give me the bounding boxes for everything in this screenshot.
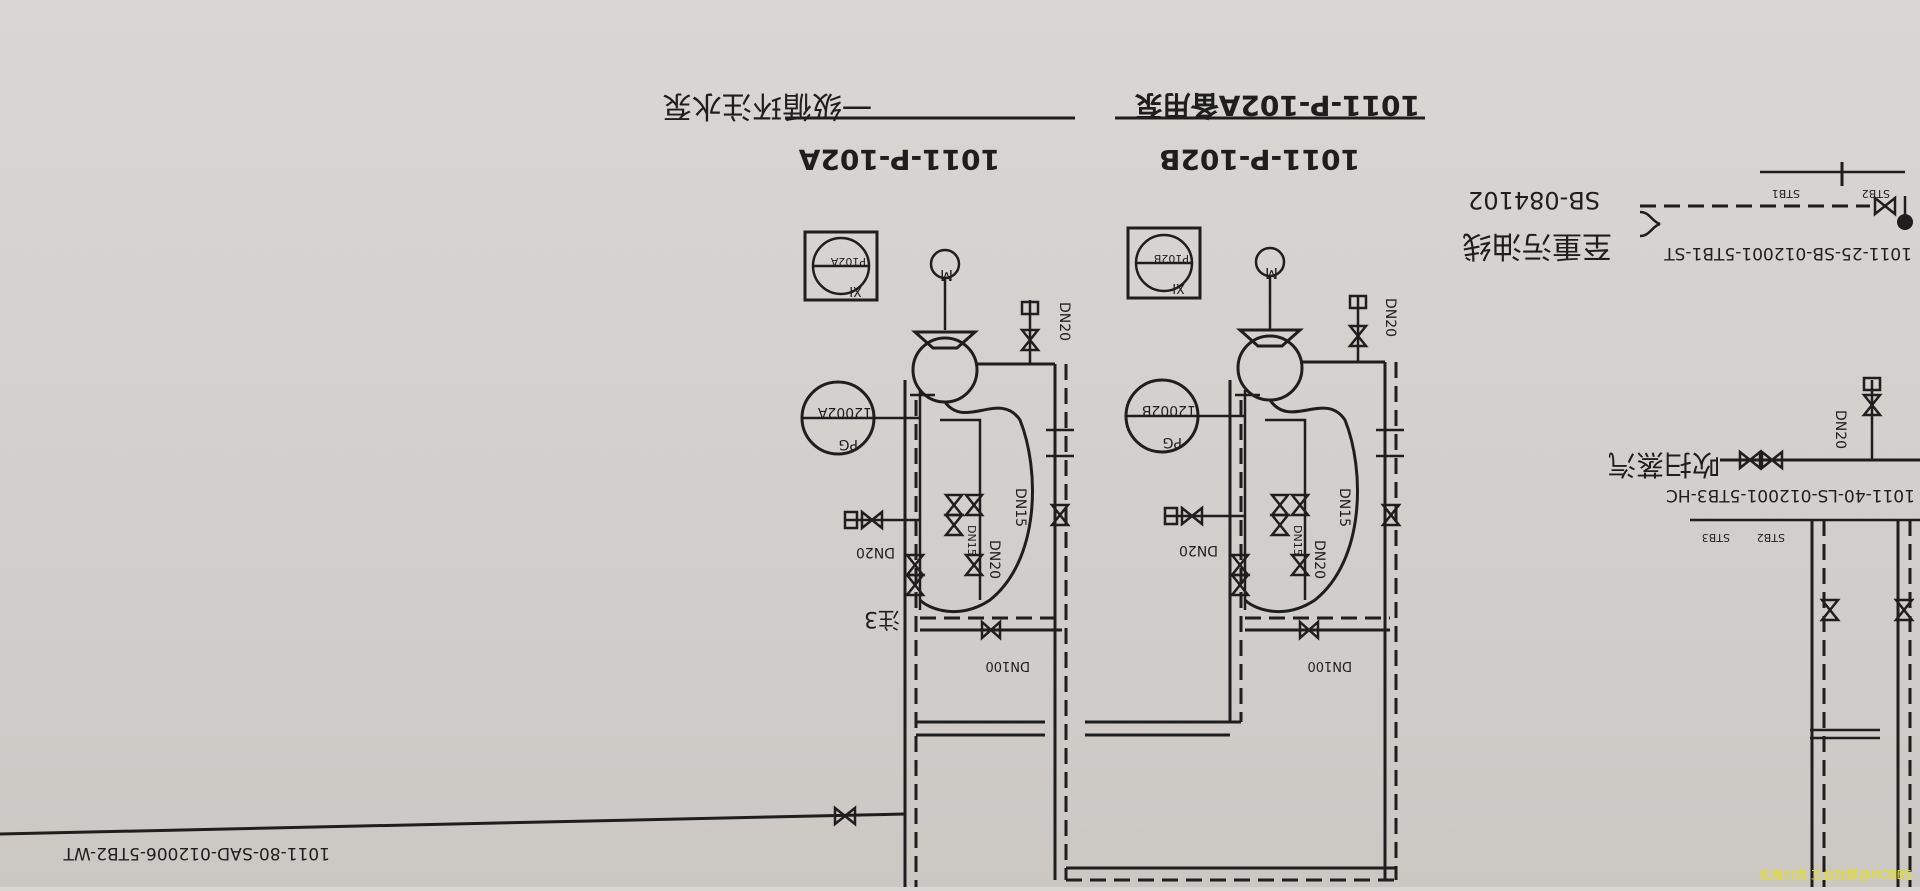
- sad-line-group: 1011-80-SAD-012006-5TB2-WT: [0, 808, 905, 863]
- pg-a-bottom: 12002A: [817, 404, 872, 420]
- right-valve-1-icon: [1822, 600, 1838, 620]
- pg-b-top: PG: [1163, 434, 1182, 450]
- stb1-label: STB1: [1772, 187, 1800, 200]
- steam-vent-dn20: DN20: [1832, 410, 1848, 449]
- steam-purge-label: 吹扫蒸汽: [1608, 448, 1720, 481]
- pump-a-assembly: XI P102A M DN20 PG 12002A: [802, 232, 1074, 887]
- vent-valve-a: DN20: [1022, 300, 1072, 364]
- seal-valves-b: DN15 DN15 DN20: [1272, 488, 1352, 579]
- pg-gauge-b: PG 12002B: [1126, 380, 1245, 452]
- pg-b-bottom: 12002B: [1142, 402, 1196, 418]
- ls-line-label: 1011-40-LS-012001-5TB3-HC: [1666, 485, 1915, 505]
- vent-b-dn20: DN20: [1382, 298, 1398, 337]
- motor-a-label: M: [940, 266, 953, 284]
- pg-a-top: PG: [839, 436, 858, 452]
- sad-line-label: 1011-80-SAD-012006-5TB2-WT: [63, 843, 330, 863]
- seal-b-dn15: DN15: [1336, 488, 1352, 527]
- drain-b-dn20: DN20: [1179, 542, 1218, 558]
- vent-a-dn20: DN20: [1056, 302, 1072, 341]
- sewage-bend-icon: [1640, 212, 1660, 236]
- seal-a-dn15-small: DN15: [965, 525, 978, 556]
- pump-b-title-tag: 1011-P-102B: [1159, 143, 1360, 176]
- xi-tag-a-bottom: P102A: [830, 255, 866, 268]
- pump-a-body: [913, 332, 1055, 402]
- xi-tag-b: XI P102B: [1128, 228, 1200, 298]
- pump-b-title: 1011-P-102A备用泵 1011-P-102B: [1115, 89, 1425, 176]
- sewage-line-group: SB-084102 至重污油线 STB1 STB2 1011-25-SB-012…: [1462, 162, 1913, 263]
- motor-a: M: [931, 250, 959, 330]
- xi-tag-a-top: XI: [849, 283, 862, 298]
- seal-a-dn15: DN15: [1012, 488, 1028, 527]
- stb2-label-right: STB2: [1757, 531, 1785, 544]
- bypass-a-dn100: DN100: [985, 658, 1030, 673]
- pump-a-title-tag: 1011-P-102A: [798, 143, 1000, 176]
- pump-b-assembly: XI P102B M DN20 PG 12002B: [1085, 228, 1404, 880]
- note-3-label: 注3: [864, 606, 900, 631]
- sb-line-label: 1011-25-SB-012001-5TB1-ST: [1664, 243, 1912, 263]
- drain-valve-a: DN20: [845, 512, 920, 560]
- xi-tag-b-top: XI: [1172, 280, 1185, 295]
- drain-valve-b: DN20: [1165, 508, 1245, 558]
- drain-a-dn20: DN20: [856, 544, 895, 560]
- xi-tag-a: XI P102A: [805, 232, 877, 300]
- motor-b-label: M: [1265, 264, 1278, 282]
- sb-number-label: SB-084102: [1468, 186, 1600, 214]
- pg-gauge-a: PG 12002A: [802, 382, 920, 454]
- xi-tag-b-bottom: P102B: [1154, 252, 1189, 265]
- watermark: 化海川流 工业社群@HCBBS: [1759, 866, 1912, 883]
- sewage-line-label: 至重污油线: [1462, 228, 1612, 263]
- vent-valve-b: DN20: [1350, 296, 1398, 362]
- motor-b: M: [1256, 248, 1284, 330]
- pump-a-title: 一级循环注水泵 1011-P-102A: [662, 88, 1075, 176]
- steam-purge-group: 吹扫蒸汽 DN20 1011-40-LS-012001-5TB3-HC STB3…: [1608, 378, 1920, 887]
- stb3-label: STB3: [1702, 531, 1730, 544]
- bypass-b-dn100: DN100: [1307, 658, 1352, 673]
- seal-a-dn20: DN20: [986, 540, 1002, 579]
- seal-b-dn15-small: DN15: [1291, 525, 1304, 556]
- seal-b-dn20: DN20: [1311, 540, 1327, 579]
